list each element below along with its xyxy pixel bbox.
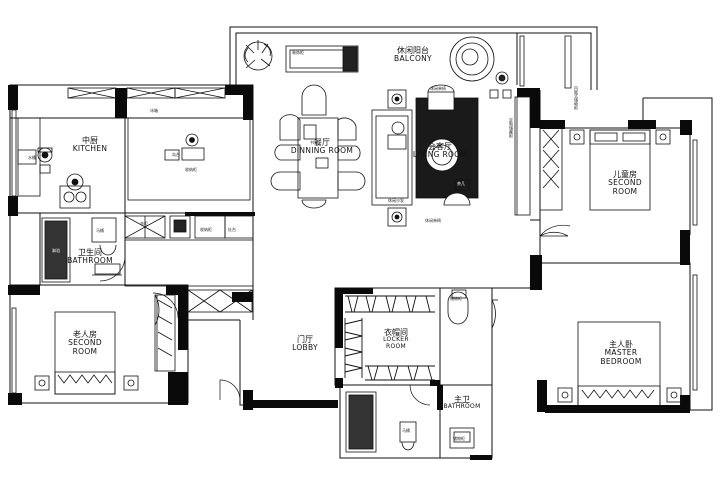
dining-furniture [270,84,366,209]
master-bath-label-cn: 主卫 [454,395,470,404]
vtext2-annotation: 定制储藏柜 [509,118,514,138]
master-label-en2: BEDROOM [600,356,642,366]
master-bath-fixtures [345,289,498,453]
cabinet1-annotation: 收纳柜 [185,167,197,172]
kitchen-furniture [17,117,254,313]
living-furniture [371,84,531,227]
chair2-annotation: 休闲单椅 [425,218,441,223]
balcony-label-en: BALCONY [394,54,432,64]
balcony-furniture [243,35,572,89]
child-room-label-en2: ROOM [612,186,638,196]
dining-label: 餐厅 DINNING ROOM [282,138,362,156]
master-label-cn: 主人卧 [609,340,633,349]
kitchen-label-cn: 中厨 [82,136,98,145]
dining-label-en: DINNING ROOM [290,146,354,156]
plant-icon [243,40,273,71]
elder-room-label-cn: 老人房 [73,330,97,339]
balcony-label: 休闲阳台 BALCONY [383,46,443,64]
lobby-label-en: LOBBY [292,343,318,353]
elder-room-label: 老人房 SECOND ROOM [55,330,115,356]
sofa-annotation: 休闲沙发 [388,198,404,203]
child-room-label: 儿童房 SECOND ROOM [594,170,656,196]
living-label-en: LIVING ROOM [412,150,468,160]
person-icon-3 [387,121,407,150]
locker-label-en1: LOCKER [383,336,409,344]
desk-annotation: 书桌 [310,140,318,145]
locker-label-en2: ROOM [386,343,406,351]
child-room-furniture [539,127,671,237]
master-label-en1: MASTER [604,348,638,358]
cab4-annotation: 储物柜 [453,436,465,441]
master-bath-label: 主卫 BATHROOM [436,395,488,411]
child-room-label-cn: 儿童房 [613,170,637,179]
kitchen-label: 中厨 KITCHEN [60,136,120,154]
doors [99,224,571,406]
bathroom-left-label-en: BATHROOM [67,256,113,266]
fridge-annotation: 冰箱 [150,108,158,113]
stove-annotation: 灶台 [228,227,236,232]
person-icon [37,147,53,163]
lobby-label-cn: 门厅 [297,335,313,344]
bathroom-left-fixtures [41,217,122,283]
cabinet2-annotation: 收纳柜 [200,227,212,232]
elder-room-label-en2: ROOM [72,346,98,356]
master-bedroom-furniture [557,321,682,409]
living-label: 会客厅 LIVING ROOM [410,142,470,160]
sidebar-annotation: 装饰柜 [292,50,304,55]
egg-chair-icon [449,36,509,85]
lobby-label: 门厅 LOBBY [275,335,335,353]
thick-walls [8,85,692,460]
windows [11,87,698,394]
locker-room-furniture [344,295,435,381]
vtext-annotation: 内嵌式储物柜 [574,86,579,110]
island-annotation: 岛台 [172,152,180,157]
toilet2-annotation: 马桶 [402,428,410,433]
elder-room-label-en1: SECOND [68,338,102,348]
kitchen-label-en: KITCHEN [72,144,108,154]
balcony-label-cn: 休闲阳台 [397,46,429,55]
toilet1-annotation: 马桶 [96,228,104,233]
master-label: 主人卧 MASTER BEDROOM [588,340,654,366]
stove-icon [59,173,91,209]
wardrobe-annotation: 衣柜 [140,221,148,226]
shower-annotation: 淋浴 [52,248,60,253]
living-label-cn: 会客厅 [428,142,452,151]
child-room-label-en1: SECOND [608,178,642,188]
bathroom-left-label: 卫生间 BATHROOM [60,248,120,266]
cab3-annotation: 储物柜 [450,296,462,301]
sink-annotation: 水槽 [28,155,36,160]
chair1-annotation: 休闲单椅 [430,86,446,91]
bathroom-left-label-cn: 卫生间 [78,248,102,257]
elder-room-furniture [34,294,176,395]
master-bath-label-en: BATHROOM [443,403,481,411]
dining-label-cn: 餐厅 [314,138,330,147]
person-icon-2 [181,133,205,161]
locker-label-cn: 衣帽间 [384,328,408,337]
tea-annotation: 茶几 [457,181,465,186]
locker-label: 衣帽间 LOCKER ROOM [366,328,426,351]
